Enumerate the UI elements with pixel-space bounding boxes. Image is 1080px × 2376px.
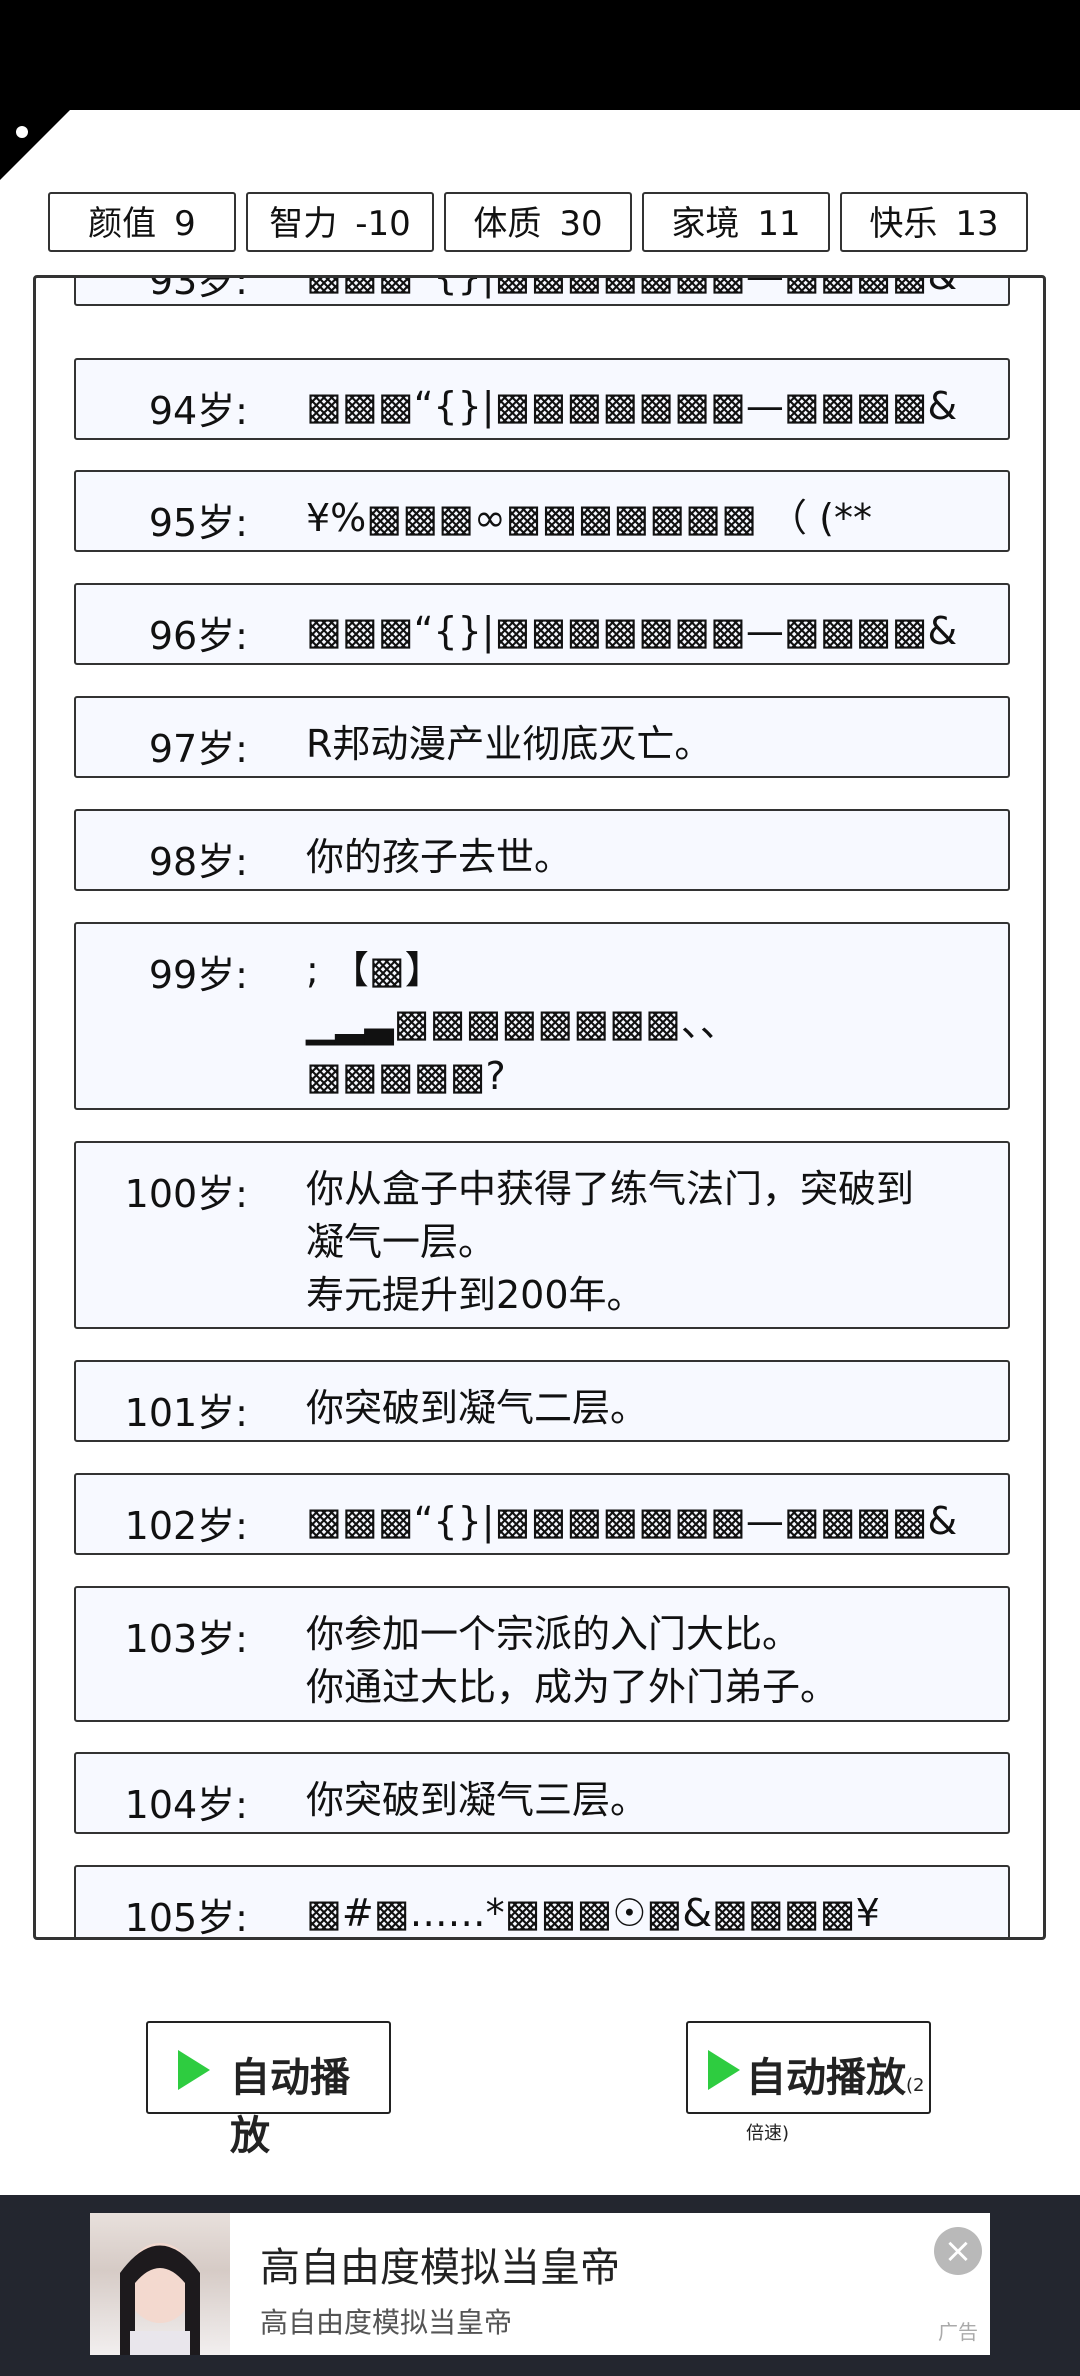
play-icon [708, 2050, 740, 2090]
event-row: 93岁: ▩▩▩“{}|▩▩▩▩▩▩▩—▩▩▩▩& [74, 275, 1010, 306]
event-age: 102岁: [124, 1504, 248, 1548]
stat-value: 11 [757, 204, 801, 244]
stat-value: 13 [955, 204, 999, 244]
stat-label: 智力 [269, 204, 338, 244]
event-line: 寿元提升到200年。 [306, 1273, 645, 1317]
event-line: 你通过大比，成为了外门弟子。 [306, 1665, 839, 1709]
attribute-bar: 颜值 9 智力 -10 体质 30 家境 11 快乐 13 [48, 192, 1032, 256]
event-text: 你的孩子去世。 [306, 835, 573, 879]
event-age: 95岁: [148, 501, 248, 545]
stat-label: 快乐 [869, 204, 938, 244]
stat-value: 9 [174, 204, 196, 244]
auto-play-2x-label: 自动播放 [746, 2055, 906, 2101]
event-text: R邦动漫产业彻底灭亡。 [306, 722, 713, 766]
ad-banner: 高自由度模拟当皇帝 高自由度模拟当皇帝 × 广告 [0, 2195, 1080, 2376]
event-age: 93岁: [148, 275, 248, 303]
event-text: ; 【▩】 ▁▂▃▩▩▩▩▩▩▩▩、、 ▩▩▩▩▩? [306, 944, 988, 1103]
ad-tag: 广告 [938, 2320, 978, 2344]
event-text: 你参加一个宗派的入门大比。 你通过大比，成为了外门弟子。 [306, 1608, 988, 1714]
event-text: 你突破到凝气三层。 [306, 1778, 649, 1822]
event-age: 104岁: [124, 1783, 248, 1827]
event-row: 102岁: ▩▩▩“{}|▩▩▩▩▩▩▩—▩▩▩▩& [74, 1473, 1010, 1555]
close-icon[interactable]: × [934, 2227, 982, 2275]
event-line: ; 【▩】 [306, 948, 443, 992]
event-text: ▩▩▩“{}|▩▩▩▩▩▩▩—▩▩▩▩& [306, 384, 958, 428]
event-row: 94岁: ▩▩▩“{}|▩▩▩▩▩▩▩—▩▩▩▩& [74, 358, 1010, 440]
stat-label: 颜值 [88, 204, 157, 244]
auto-play-2x-text: 自动播放(2倍速) [746, 2045, 929, 2149]
ad-image [90, 2213, 230, 2355]
event-row: 96岁: ▩▩▩“{}|▩▩▩▩▩▩▩—▩▩▩▩& [74, 583, 1010, 665]
event-age: 101岁: [124, 1391, 248, 1435]
event-line: 你参加一个宗派的入门大比。 [306, 1612, 801, 1656]
event-age: 103岁: [124, 1617, 248, 1661]
stat-happiness: 快乐 13 [840, 192, 1028, 252]
event-text: ▩▩▩“{}|▩▩▩▩▩▩▩—▩▩▩▩& [306, 275, 958, 298]
status-bar [0, 0, 1080, 110]
event-row: 100岁: 你从盒子中获得了练气法门，突破到 凝气一层。 寿元提升到200年。 [74, 1141, 1010, 1329]
event-row: 103岁: 你参加一个宗派的入门大比。 你通过大比，成为了外门弟子。 [74, 1586, 1010, 1722]
stat-value: -10 [355, 204, 411, 244]
stat-intelligence: 智力 -10 [246, 192, 434, 252]
auto-play-label: 自动播放 [230, 2055, 350, 2159]
event-line: ▩▩▩▩▩? [306, 1054, 506, 1098]
event-age: 100岁: [124, 1172, 248, 1216]
speed-label: (2倍速) [746, 2075, 925, 2144]
stat-label: 体质 [473, 204, 542, 244]
event-text: ▩▩▩“{}|▩▩▩▩▩▩▩—▩▩▩▩& [306, 609, 958, 653]
girl-portrait-icon [120, 2243, 200, 2355]
event-age: 94岁: [148, 389, 248, 433]
life-events-list[interactable]: 93岁: ▩▩▩“{}|▩▩▩▩▩▩▩—▩▩▩▩& 94岁: ▩▩▩“{}|▩▩… [33, 275, 1046, 1940]
event-row: 105岁: ▩#▩……*▩▩▩☉▩&▩▩▩▩¥ [74, 1865, 1010, 1940]
event-age: 105岁: [124, 1896, 248, 1940]
play-icon [178, 2050, 210, 2090]
event-age: 97岁: [148, 727, 248, 771]
ad-title: 高自由度模拟当皇帝 [260, 2245, 620, 2291]
ad-subtitle: 高自由度模拟当皇帝 [260, 2306, 513, 2339]
event-row: 104岁: 你突破到凝气三层。 [74, 1752, 1010, 1834]
event-row: 95岁: ¥%▩▩▩∞▩▩▩▩▩▩▩ （ (** [74, 470, 1010, 552]
event-line: 你从盒子中获得了练气法门，突破到 [306, 1167, 915, 1211]
event-text: ▩#▩……*▩▩▩☉▩&▩▩▩▩¥ [306, 1891, 880, 1935]
stat-label: 家境 [671, 204, 740, 244]
event-row: 97岁: R邦动漫产业彻底灭亡。 [74, 696, 1010, 778]
stat-constitution: 体质 30 [444, 192, 632, 252]
event-text: 你突破到凝气二层。 [306, 1386, 649, 1430]
event-text: ▩▩▩“{}|▩▩▩▩▩▩▩—▩▩▩▩& [306, 1499, 958, 1543]
auto-play-2x-button[interactable]: 自动播放(2倍速) [686, 2021, 931, 2144]
corner-ribbon-icon[interactable] [0, 110, 70, 180]
stat-appearance: 颜值 9 [48, 192, 236, 252]
auto-play-button[interactable]: 自动播放 [146, 2021, 391, 2159]
event-age: 99岁: [148, 953, 248, 997]
stat-value: 30 [559, 204, 603, 244]
event-age: 98岁: [148, 840, 248, 884]
event-row: 98岁: 你的孩子去世。 [74, 809, 1010, 891]
event-text: ¥%▩▩▩∞▩▩▩▩▩▩▩ （ (** [306, 496, 872, 540]
event-age: 96岁: [148, 614, 248, 658]
stat-family: 家境 11 [642, 192, 830, 252]
event-row: 99岁: ; 【▩】 ▁▂▃▩▩▩▩▩▩▩▩、、 ▩▩▩▩▩? [74, 922, 1010, 1110]
event-text: 你从盒子中获得了练气法门，突破到 凝气一层。 寿元提升到200年。 [306, 1163, 988, 1322]
event-row: 101岁: 你突破到凝气二层。 [74, 1360, 1010, 1442]
ad-card[interactable]: 高自由度模拟当皇帝 高自由度模拟当皇帝 × 广告 [90, 2213, 990, 2355]
event-line: ▁▂▃▩▩▩▩▩▩▩▩、、 [306, 1001, 738, 1045]
event-line: 凝气一层。 [306, 1220, 497, 1264]
